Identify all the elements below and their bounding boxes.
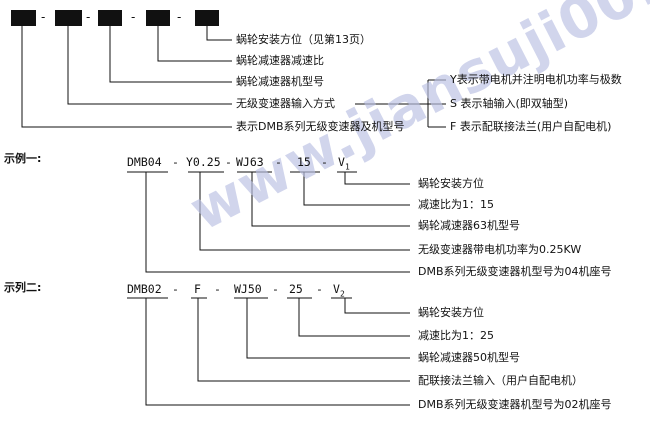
example1-label-series: DMB系列无级变速器机型号为04机座号	[418, 265, 612, 278]
example2-code-dash: -	[272, 282, 279, 296]
code-dash: -	[131, 10, 136, 24]
code-box-series	[11, 10, 36, 26]
example2-code-dash: -	[172, 282, 179, 296]
code-dash: -	[41, 10, 46, 24]
code-box-input	[55, 10, 82, 26]
example2-label-ratio: 减速比为1：25	[418, 329, 494, 342]
example2-label-reducer: 蜗轮减速器50机型号	[418, 351, 520, 364]
example2-code-input: F	[194, 282, 201, 296]
input-option-shaft: S 表示轴输入(即双轴型)	[450, 97, 569, 110]
code-box-ratio	[146, 10, 170, 26]
example1-code-series: DMB04	[127, 155, 162, 169]
label-reduction-ratio: 蜗轮减速器减速比	[236, 54, 324, 67]
example1-code-dash: -	[321, 155, 328, 169]
example1-label-reducer: 蜗轮减速器63机型号	[418, 219, 520, 232]
label-input-mode: 无级变速器输入方式	[236, 97, 335, 110]
example1-title: 示例一:	[4, 152, 42, 165]
example2-code-ratio: 25	[289, 282, 303, 296]
label-series-model: 表示DMB系列无级变速器及机型号	[236, 120, 405, 133]
example1-code-dash: -	[172, 155, 179, 169]
label-reducer-model: 蜗轮减速器机型号	[236, 75, 324, 88]
example2-title: 示列二:	[4, 281, 42, 294]
example2-label-position: 蜗轮安装方位	[418, 306, 484, 319]
example2-code-dash: -	[214, 282, 221, 296]
example2-code-reducer: WJ50	[234, 282, 262, 296]
example1-label-ratio: 减速比为1：15	[418, 198, 494, 211]
example1-label-input: 无级变速器带电机功率为0.25KW	[418, 243, 582, 256]
example1-code-reducer: WJ63	[236, 155, 264, 169]
example2-code-series: DMB02	[127, 282, 162, 296]
example1-code-position: V1	[338, 155, 350, 172]
example2-label-series: DMB系列无级变速器机型号为02机座号	[418, 398, 612, 411]
input-option-motor: Y表示带电机并注明电机功率与极数	[450, 73, 622, 86]
example2-code-position: V2	[333, 282, 345, 299]
code-box-position	[195, 10, 219, 26]
label-mounting-position: 蜗轮安装方位（见第13页）	[236, 33, 371, 46]
example1-code-dash: -	[225, 155, 232, 169]
example1-code-input: Y0.25	[186, 155, 221, 169]
example1-code-dash: -	[275, 155, 282, 169]
example1-label-position: 蜗轮安装方位	[418, 177, 484, 190]
example2-label-input: 配联接法兰输入（用户自配电机）	[418, 374, 583, 387]
input-option-flange: F 表示配联接法兰(用户自配电机)	[450, 120, 612, 133]
example1-code-ratio: 15	[297, 155, 311, 169]
code-dash: -	[86, 10, 91, 24]
example2-code-dash: -	[316, 282, 323, 296]
code-dash: -	[177, 10, 182, 24]
code-box-reducer-model	[98, 10, 122, 26]
